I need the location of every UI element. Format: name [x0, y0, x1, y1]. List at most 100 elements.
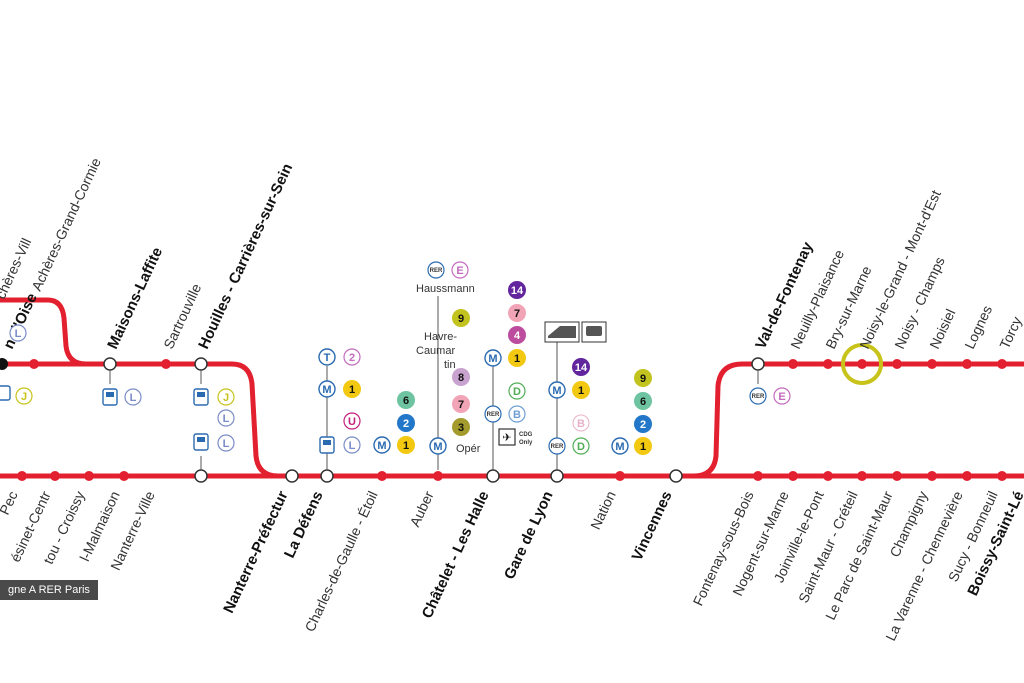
l-line-badge	[217, 409, 235, 427]
metro-14-badge	[572, 358, 590, 376]
badges-auber: RER E Haussmann Havre- Caumar tin 9 8 7 …	[416, 261, 481, 455]
l-line-badge	[217, 434, 235, 452]
station-dot[interactable]	[119, 471, 129, 481]
station-dot[interactable]	[823, 359, 833, 369]
station-dot[interactable]	[997, 471, 1007, 481]
metro-9-badge	[452, 309, 470, 327]
badges-nation: 9 6 2 M 1	[611, 369, 652, 455]
badges-la-defense: T 2 M 1 U L	[318, 348, 361, 454]
svg-text:14: 14	[575, 362, 588, 374]
j-line-badge	[217, 388, 235, 406]
metro-6-badge	[397, 391, 415, 409]
station-label: Maisons-Laffite	[104, 245, 166, 352]
station-dot[interactable]	[29, 359, 39, 369]
svg-text:L: L	[130, 392, 137, 404]
station-dot[interactable]	[615, 471, 625, 481]
e-line-badge	[451, 261, 469, 279]
svg-text:M: M	[433, 441, 442, 453]
station-dot[interactable]	[857, 471, 867, 481]
metro-badge	[548, 381, 566, 399]
station-dot[interactable]	[17, 471, 27, 481]
station-dot[interactable]	[433, 471, 443, 481]
tooltip: gne A RER Paris	[0, 580, 98, 600]
metro-badge	[611, 437, 629, 455]
metro-7-badge	[508, 304, 526, 322]
station-dot[interactable]	[753, 471, 763, 481]
svg-text:2: 2	[349, 352, 355, 364]
l-line-badge	[9, 324, 27, 342]
track-upper-west	[0, 297, 281, 479]
metro-1-badge	[397, 436, 415, 454]
svg-text:2: 2	[640, 419, 646, 431]
svg-text:8: 8	[458, 372, 464, 384]
svg-text:L: L	[223, 438, 230, 450]
station-dot[interactable]	[50, 471, 60, 481]
station-interchange[interactable]	[669, 469, 683, 483]
station-dot[interactable]	[892, 471, 902, 481]
station-interchange[interactable]	[751, 357, 765, 371]
rer-badge	[749, 387, 767, 405]
station-label: Torcy	[996, 314, 1024, 351]
svg-text:M: M	[377, 440, 386, 452]
station-dot[interactable]	[857, 359, 867, 369]
station-dot[interactable]	[161, 359, 171, 369]
svg-text:6: 6	[640, 396, 646, 408]
svg-text:RER: RER	[430, 268, 443, 274]
havre-label-3: tin	[444, 359, 456, 371]
selected-station-ring	[841, 343, 883, 385]
metro-8-badge	[452, 368, 470, 386]
l-line-badge	[124, 388, 142, 406]
station-dot[interactable]	[788, 471, 798, 481]
metro-3-badge	[452, 418, 470, 436]
haussmann-label: Haussmann	[416, 283, 475, 295]
station-dot[interactable]	[788, 359, 798, 369]
svg-text:1: 1	[640, 441, 646, 453]
svg-text:9: 9	[458, 313, 464, 325]
l-line-badge	[343, 436, 361, 454]
station-interchange[interactable]	[103, 357, 117, 371]
station-interchange[interactable]	[285, 469, 299, 483]
metro-7-badge	[452, 395, 470, 413]
station-dot[interactable]	[927, 471, 937, 481]
station-dot[interactable]	[997, 359, 1007, 369]
metro-badge	[373, 436, 391, 454]
rer-badge	[484, 405, 502, 423]
svg-text:B: B	[577, 418, 585, 430]
svg-text:E: E	[456, 265, 463, 277]
svg-text:✈: ✈	[502, 431, 511, 444]
metro-6-badge	[634, 392, 652, 410]
station-dot[interactable]	[927, 359, 937, 369]
train-icon	[0, 385, 11, 401]
station-label: Le Parc de Saint-Maur	[822, 488, 896, 622]
svg-text:1: 1	[514, 353, 520, 365]
lower-station-labels: Pec ésinet-Centr tou - Croissy l-Malmais…	[0, 488, 1024, 643]
lower-station-dots	[17, 469, 1007, 483]
station-dot[interactable]	[892, 359, 902, 369]
station-interchange[interactable]	[550, 469, 564, 483]
station-dot[interactable]	[377, 471, 387, 481]
svg-text:L: L	[15, 328, 22, 340]
station-interchange[interactable]	[486, 469, 500, 483]
station-dot[interactable]	[823, 471, 833, 481]
havre-label-2: Caumar	[416, 345, 455, 357]
station-dot[interactable]	[84, 471, 94, 481]
station-label: Vincennes	[629, 489, 676, 564]
station-label: Noisiel	[926, 306, 958, 351]
station-dot[interactable]	[0, 358, 8, 370]
station-label: Pec	[0, 489, 21, 518]
metro-badge	[429, 437, 447, 455]
svg-text:B: B	[513, 409, 521, 421]
metro-1-badge	[508, 349, 526, 367]
tram-2-badge	[343, 348, 361, 366]
badges-gare-de-lyon: 14 M 1 B RER D	[544, 321, 607, 455]
svg-text:T: T	[324, 352, 331, 364]
badges-poissy-branch: L J L J L L	[0, 324, 235, 452]
station-interchange[interactable]	[194, 357, 208, 371]
station-interchange[interactable]	[194, 469, 208, 483]
station-interchange[interactable]	[320, 469, 334, 483]
station-dot[interactable]	[962, 471, 972, 481]
j-line-badge	[15, 387, 33, 405]
svg-text:D: D	[577, 441, 585, 453]
station-dot[interactable]	[962, 359, 972, 369]
